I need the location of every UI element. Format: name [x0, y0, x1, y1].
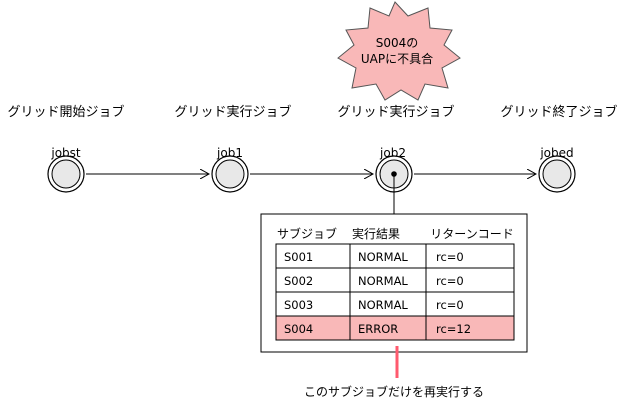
table-row-bg-s001 [276, 244, 514, 268]
stage-label-end: グリッド終了ジョブ [500, 104, 617, 120]
table-row-s002-rc: rc=0 [436, 274, 464, 288]
table-row-s001-rc: rc=0 [436, 250, 464, 264]
table-row-bg-s003 [276, 292, 514, 316]
header-subjob: サブジョブ [277, 226, 337, 241]
job-node-job1[interactable] [211, 155, 249, 193]
stage-label-exec-2: グリッド実行ジョブ [337, 104, 454, 120]
table-row-s004-rc: rc=12 [436, 322, 471, 336]
table-row-bg-s002 [276, 268, 514, 292]
rerun-note: このサブジョブだけを再実行する [304, 384, 484, 399]
table-row-s002-result: NORMAL [358, 274, 408, 288]
table-row-s003-rc: rc=0 [436, 298, 464, 312]
job-node-jobst[interactable] [47, 155, 85, 193]
header-result: 実行結果 [352, 226, 400, 241]
table-row-s001-result: NORMAL [358, 250, 408, 264]
burst-line-2: UAPに不具合 [361, 51, 433, 66]
burst-line-1: S004の [376, 36, 419, 50]
header-return-code: リターンコード [430, 227, 513, 241]
job-name-jobed: jobed [539, 146, 573, 160]
table-row-s003-result: NORMAL [358, 298, 408, 312]
stage-label-start: グリッド開始ジョブ [7, 104, 124, 120]
job-name-jobst: jobst [50, 146, 81, 160]
job-node-jobed[interactable] [538, 155, 576, 193]
stage-label-exec-1: グリッド実行ジョブ [174, 104, 291, 120]
table-row-bg-s004 [276, 316, 514, 340]
subjob-result-table: サブジョブ 実行結果 リターンコード S001 NORMAL rc=0 S002… [260, 213, 528, 353]
table-row-s004-subjob: S004 [284, 322, 313, 336]
table-row-s002-subjob: S002 [284, 274, 313, 288]
starburst-shape [337, 1, 461, 101]
table-row-s003-subjob: S003 [284, 298, 313, 312]
table-row-s004-result: ERROR [358, 322, 398, 336]
table-row-s001-subjob: S001 [284, 250, 313, 264]
error-burst-callout: S004の UAPに不具合 [337, 1, 461, 101]
